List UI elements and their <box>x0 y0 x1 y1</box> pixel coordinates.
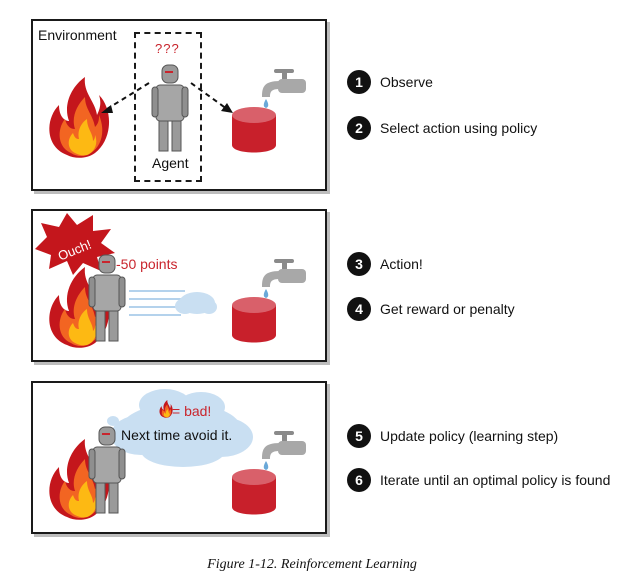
question-marks: ??? <box>155 41 180 56</box>
step-iterate: 6 Iterate until an optimal policy is fou… <box>347 467 610 493</box>
step-number-badge: 4 <box>347 297 371 321</box>
fire-icon <box>49 77 110 158</box>
figure-caption: Figure 1-12. Reinforcement Learning <box>207 557 417 572</box>
step-label: Update policy (learning step) <box>380 428 559 444</box>
step-label: Action! <box>380 256 423 272</box>
ouch-burst-icon: Ouch! <box>35 213 115 275</box>
thought-cloud <box>101 389 253 467</box>
panel-update-scene <box>49 389 306 520</box>
cloud-icon <box>175 292 217 314</box>
faucet-icon <box>262 431 306 470</box>
step-label: Get reward or penalty <box>380 301 515 317</box>
bucket-icon <box>232 469 276 515</box>
thought-label: Next time avoid it. <box>121 427 233 443</box>
step-reward: 4 Get reward or penalty <box>347 296 515 322</box>
agent-dashed-box <box>134 32 202 182</box>
bad-label: = bad! <box>172 403 212 419</box>
environment-label: Environment <box>38 27 117 43</box>
agent-label: Agent <box>152 155 189 171</box>
points-label: -50 points <box>116 256 178 272</box>
step-label: Select action using policy <box>380 120 538 136</box>
panel-observe-scene <box>49 64 306 158</box>
bucket-icon <box>232 107 276 153</box>
step-action: 3 Action! <box>347 251 423 277</box>
step-label: Iterate until an optimal policy is found <box>380 472 611 488</box>
step-number-badge: 6 <box>347 468 371 492</box>
step-number-badge: 5 <box>347 424 371 448</box>
step-number-badge: 3 <box>347 252 371 276</box>
step-select-action: 2 Select action using policy <box>347 115 537 141</box>
faucet-icon <box>262 69 306 108</box>
panel-action: Ouch! -50 points <box>31 209 327 362</box>
observe-arrow-right <box>190 82 228 110</box>
step-observe: 1 Observe <box>347 69 433 95</box>
bucket-icon <box>232 297 276 343</box>
panel-observe: Environment ??? Agent <box>31 19 327 191</box>
step-label: Observe <box>380 74 433 90</box>
step-update-policy: 5 Update policy (learning step) <box>347 423 558 449</box>
panel-update: = bad! Next time avoid it. <box>31 381 327 534</box>
panel-action-scene: Ouch! <box>35 213 306 348</box>
faucet-icon <box>262 259 306 298</box>
step-number-badge: 1 <box>347 70 371 94</box>
step-number-badge: 2 <box>347 116 371 140</box>
